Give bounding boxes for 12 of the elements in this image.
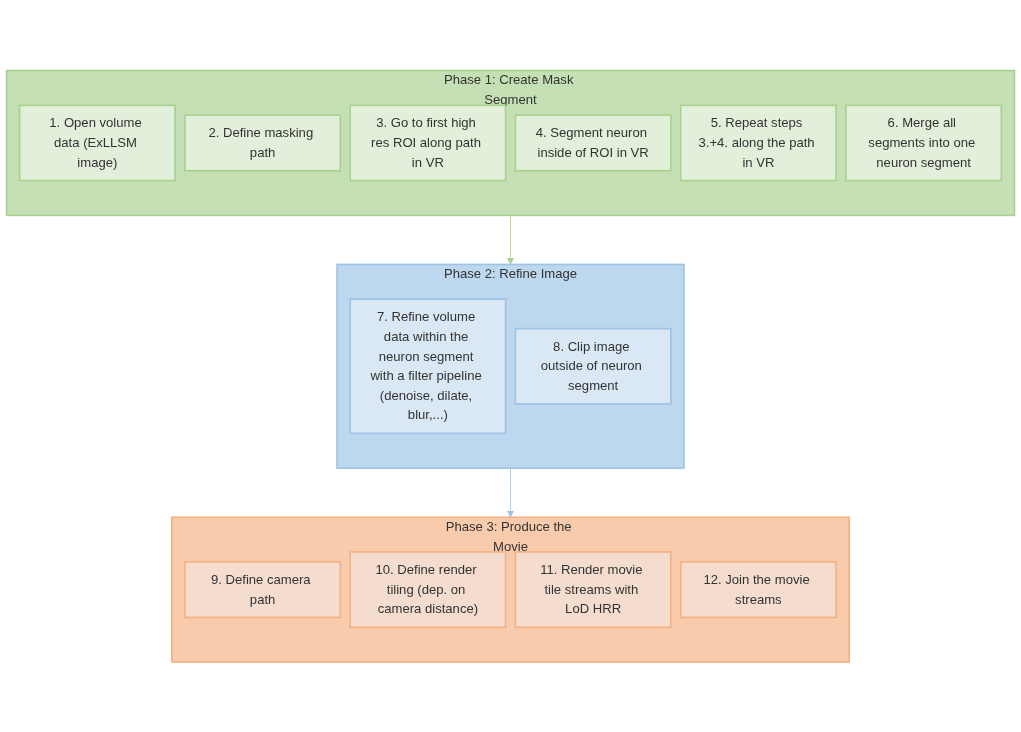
node-box: 8. Clip image outside of neuron segment [514,327,672,405]
node-box: 5. Repeat steps 3.+4. along the path in VR [679,104,837,182]
node-box: 7. Refine volume data within the neuron segment with a filter pipeline (denoise, dilate, blur,...) [349,298,507,434]
node-box: 6. Merge all segments into one neuron segment [845,104,1003,182]
node-box: 4. Segment neuron inside of ROI in VR [514,114,672,172]
node-box: 10. Define render tiling (dep. on camera distance) [349,550,507,628]
node-box: 2. Define masking path [184,114,342,172]
node-box: 12. Join the movie streams [679,560,837,618]
node-box: 3. Go to first high res ROI along path in VR [349,104,507,182]
node-box: 11. Render movie tile streams with LoD HRR [514,550,672,628]
node-box: 9. Define camera path [184,560,342,618]
node-box: 1. Open volume data (ExLLSM image) [18,104,176,182]
